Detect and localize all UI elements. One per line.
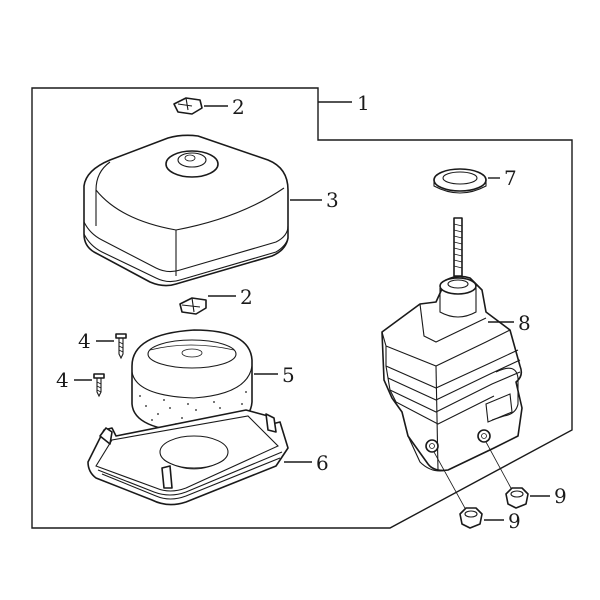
callout-clip-top: 2 bbox=[232, 95, 245, 119]
air-filter-element bbox=[131, 329, 278, 433]
screw-lower bbox=[74, 373, 105, 398]
cover-clip-top bbox=[173, 97, 228, 115]
cover-clip-mid bbox=[179, 295, 236, 315]
callout-nut-bottom: 9 bbox=[508, 509, 521, 533]
base-tray bbox=[87, 409, 312, 506]
cleaner-cover bbox=[83, 134, 322, 287]
assembly-boundary bbox=[31, 87, 573, 529]
nut-right bbox=[485, 441, 550, 509]
callout-nut-right: 9 bbox=[554, 484, 567, 508]
seal-ring bbox=[433, 168, 500, 194]
callout-clip-mid: 2 bbox=[240, 285, 253, 309]
callout-filter: 5 bbox=[282, 363, 295, 387]
callout-tray: 6 bbox=[316, 451, 329, 475]
callout-cover: 3 bbox=[326, 188, 339, 212]
callout-body: 8 bbox=[518, 311, 531, 335]
nut-bottom bbox=[433, 451, 504, 529]
callout-assembly: 1 bbox=[357, 91, 370, 115]
callout-screw-lower: 4 bbox=[56, 368, 69, 392]
screw-upper bbox=[96, 333, 127, 360]
mounting-stud bbox=[453, 217, 463, 277]
callout-screw-upper: 4 bbox=[78, 329, 91, 353]
cleaner-body bbox=[381, 275, 523, 472]
callout-seal: 7 bbox=[504, 166, 517, 190]
